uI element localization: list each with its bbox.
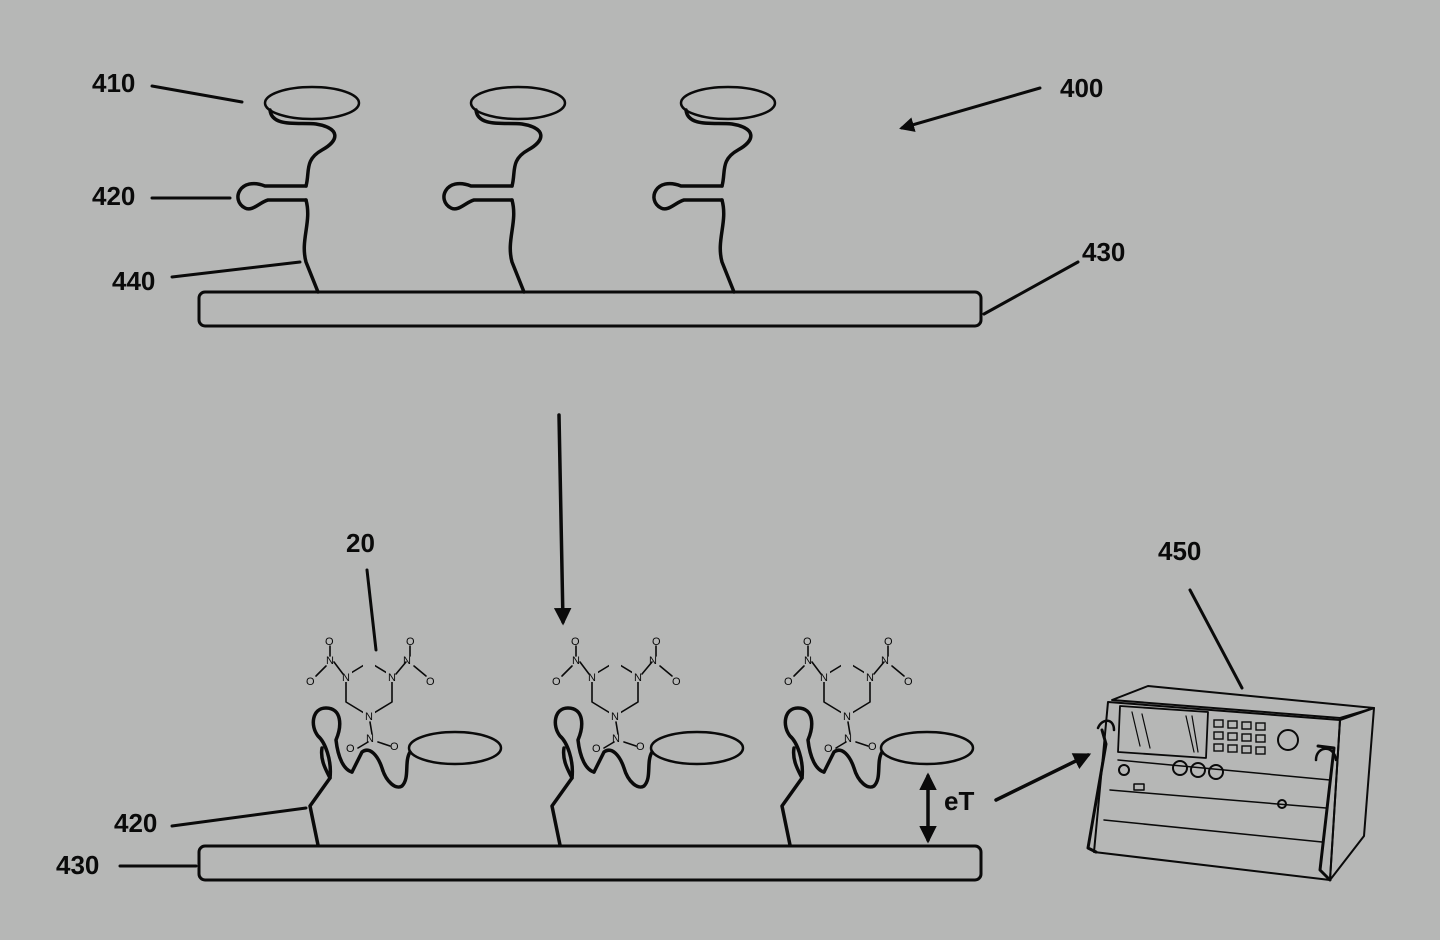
arrow-400 (899, 86, 1042, 132)
leader-450 (1188, 588, 1244, 690)
probe-top-2 (442, 85, 567, 294)
top-panel: 410 400 420 440 430 (92, 68, 1125, 328)
probe-bottom-2 (550, 706, 745, 847)
label-et: eT (944, 786, 974, 816)
label-420-bottom: 420 (114, 808, 157, 838)
leader-430-top (982, 260, 1080, 316)
label-420-top: 420 (92, 181, 135, 211)
label-400: 400 (1060, 73, 1103, 103)
target-molecule-1 (305, 635, 436, 756)
signal-arrow (994, 753, 1092, 802)
label-430-bottom: 430 (56, 850, 99, 880)
leader-440 (170, 260, 302, 279)
leader-20 (365, 568, 378, 652)
leader-410 (150, 84, 244, 104)
label-20: 20 (346, 528, 375, 558)
bottom-panel: eT 20 420 430 450 (56, 528, 1375, 882)
electrode-substrate-bottom (197, 844, 983, 882)
probe-bottom-1 (308, 706, 503, 847)
label-430-top: 430 (1082, 237, 1125, 267)
probe-top-3 (652, 85, 777, 294)
label-410: 410 (92, 68, 135, 98)
process-arrow (553, 413, 572, 626)
probe-bottom-3 (780, 706, 975, 847)
label-450: 450 (1158, 536, 1201, 566)
measurement-instrument (1086, 685, 1375, 882)
leader-420-bottom (170, 806, 308, 828)
label-440: 440 (112, 266, 155, 296)
electrode-substrate-top (197, 290, 983, 328)
